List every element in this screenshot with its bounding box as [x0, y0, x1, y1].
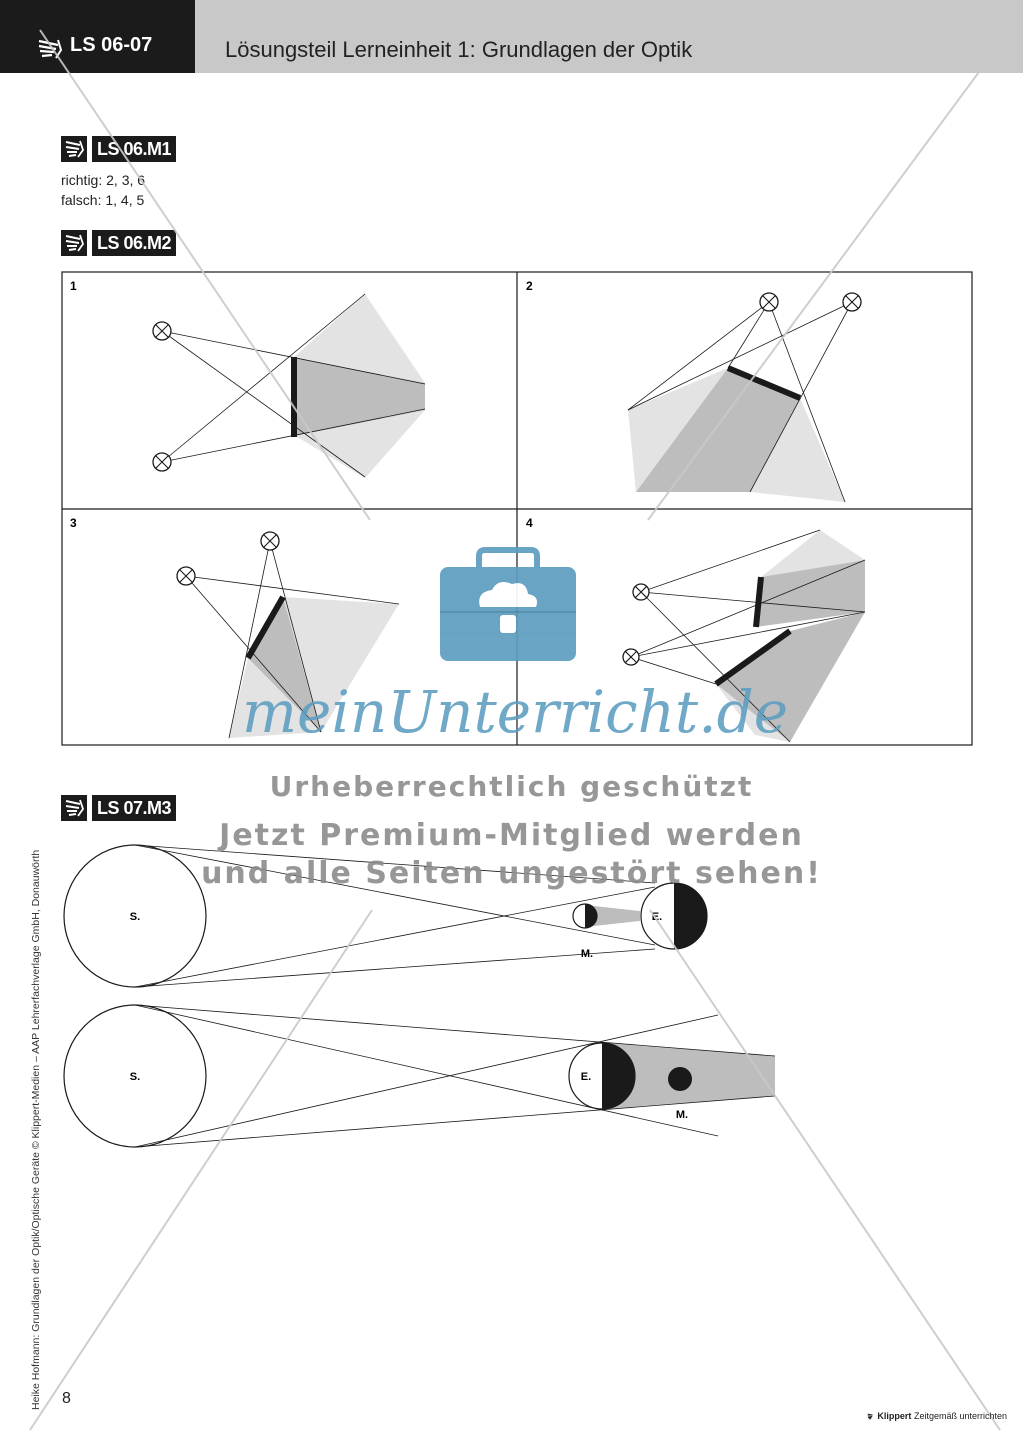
page-number: 8 [62, 1390, 71, 1407]
brand-name: Klippert [877, 1411, 912, 1421]
header-code: LS 06-07 [70, 34, 153, 56]
briefcase-logo-icon [440, 547, 576, 661]
lunar-eclipse-diagram: S. E. M. [63, 1004, 776, 1148]
page-title: Lösungsteil Lerneinheit 1: Grundlagen de… [225, 37, 693, 62]
sun-label: S. [130, 1071, 140, 1083]
side-credit: Heike Hofmann: Grundlagen der Optik/Opti… [30, 849, 42, 1410]
lamp-icon [176, 566, 196, 586]
lamp-icon [152, 321, 172, 341]
earth-label: E. [652, 911, 662, 923]
shadow-panel-4: 4 [526, 516, 866, 743]
shadow-panel-1: 1 [70, 279, 426, 478]
moon-circle [668, 1067, 692, 1091]
klippert-logo-icon [61, 136, 87, 162]
shadow-panel-3: 3 [70, 516, 400, 739]
watermark-site: meinUnterricht.de [242, 678, 789, 746]
lamp-icon [622, 648, 640, 666]
m1-answers: richtig: 2, 3, 6 falsch: 1, 4, 5 [61, 170, 145, 210]
shadow-diagram-grid [61, 271, 973, 746]
lamp-icon [842, 292, 862, 312]
lamp-icon [632, 583, 650, 601]
header-code-block: LS 06-07 [0, 0, 195, 73]
header-title-block: Lösungsteil Lerneinheit 1: Grundlagen de… [195, 0, 1023, 73]
panel-number-3: 3 [70, 516, 77, 530]
watermark-line-1: Urheberrechtlich geschützt [269, 770, 754, 803]
sun-label: S. [130, 911, 140, 923]
lamp-icon [152, 452, 172, 472]
m1-richtig: richtig: 2, 3, 6 [61, 172, 146, 188]
brand-tagline: Zeitgemäß unterrichten [913, 1411, 1007, 1421]
klippert-logo-icon [61, 230, 87, 256]
footer-brand: Klippert Zeitgemäß unterrichten [866, 1411, 1007, 1421]
earth-label: E. [581, 1071, 591, 1083]
watermark-line-2: Jetzt Premium-Mitglied werden [219, 818, 804, 853]
panel-number-2: 2 [526, 279, 533, 293]
moon-label: M. [581, 948, 593, 960]
shadow-panel-2: 2 [526, 279, 862, 503]
klippert-logo-icon [867, 1413, 873, 1420]
watermark-cross-lines [29, 29, 1011, 1431]
klippert-logo-icon [61, 795, 87, 821]
m1-falsch: falsch: 1, 4, 5 [61, 192, 145, 208]
watermark-line-3: und alle Seiten ungestört sehen! [201, 856, 822, 891]
moon-label: M. [676, 1109, 688, 1121]
panel-number-1: 1 [70, 279, 77, 293]
lamp-icon [759, 292, 779, 312]
section-label-m2: LS 06.M2 [92, 230, 177, 256]
lamp-icon [260, 531, 280, 551]
solar-eclipse-diagram: S. M. E. [63, 844, 708, 988]
section-label-m3: LS 07.M3 [92, 795, 177, 821]
panel-number-4: 4 [526, 516, 533, 530]
